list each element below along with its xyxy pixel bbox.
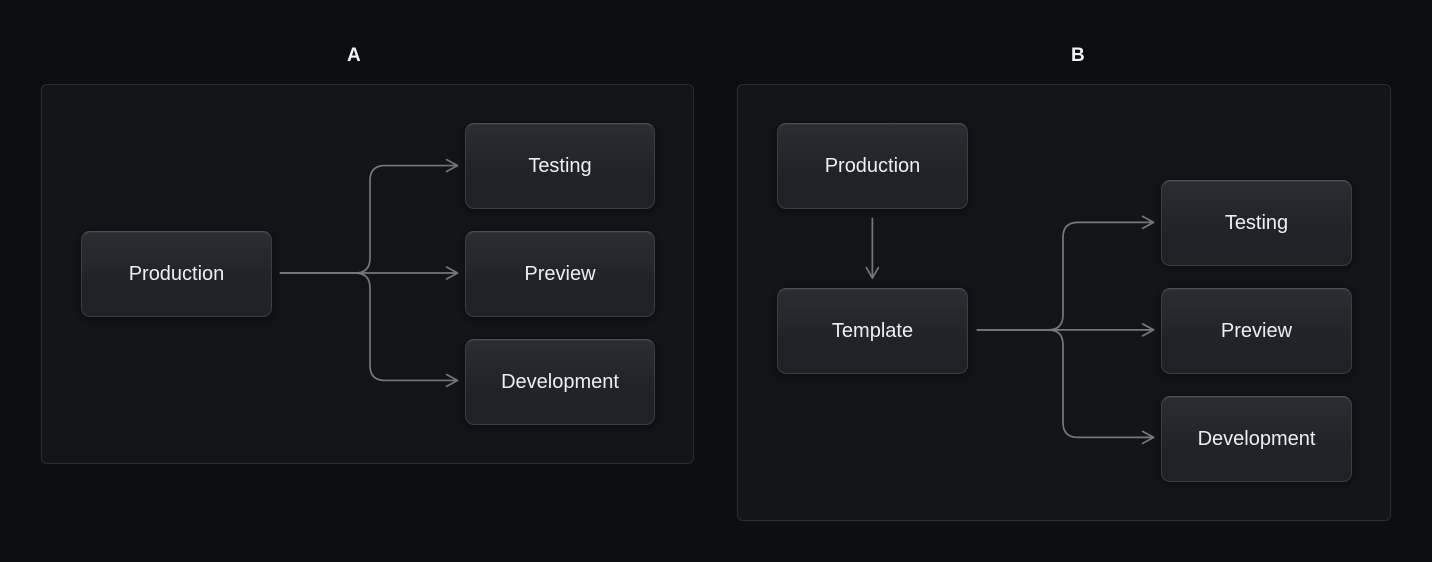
edge-template-development xyxy=(976,329,1154,439)
node-development: Development xyxy=(465,339,655,425)
diagram-a-edges xyxy=(279,158,459,388)
node-label: Preview xyxy=(1220,320,1293,342)
node-testing: Testing xyxy=(1161,180,1352,266)
node-label: Development xyxy=(1197,428,1316,450)
arrowhead-template-icon xyxy=(865,266,880,279)
node-label: Testing xyxy=(1224,212,1289,234)
node-production: Production xyxy=(81,231,272,317)
edge-template-testing xyxy=(976,221,1154,331)
arrowhead-development-icon xyxy=(1141,430,1155,445)
edge-production-development xyxy=(279,272,458,382)
diagram-b-title: B xyxy=(1071,45,1085,66)
arrowhead-testing-icon xyxy=(1141,215,1155,230)
node-testing: Testing xyxy=(465,123,655,209)
node-label: Production xyxy=(824,155,921,177)
diagram-b-panel: Production Template Testing Preview Deve… xyxy=(737,84,1391,521)
node-development: Development xyxy=(1161,396,1352,482)
arrowhead-development-icon xyxy=(445,373,459,388)
edge-production-testing xyxy=(279,164,458,274)
node-preview: Preview xyxy=(465,231,655,317)
node-template: Template xyxy=(777,288,968,374)
diagram-a-panel: Production Testing Preview Development xyxy=(41,84,694,464)
diagram-a-title: A xyxy=(347,45,361,66)
arrowhead-preview-icon xyxy=(445,266,459,280)
diagram-b-edges xyxy=(865,215,1155,445)
node-label: Testing xyxy=(528,155,592,177)
node-production: Production xyxy=(777,123,968,209)
arrowhead-preview-icon xyxy=(1141,323,1155,337)
node-label: Preview xyxy=(524,263,596,285)
arrowhead-testing-icon xyxy=(445,158,459,173)
node-preview: Preview xyxy=(1161,288,1352,374)
node-label: Production xyxy=(128,263,225,285)
node-label: Template xyxy=(831,320,914,342)
node-label: Development xyxy=(501,371,619,393)
